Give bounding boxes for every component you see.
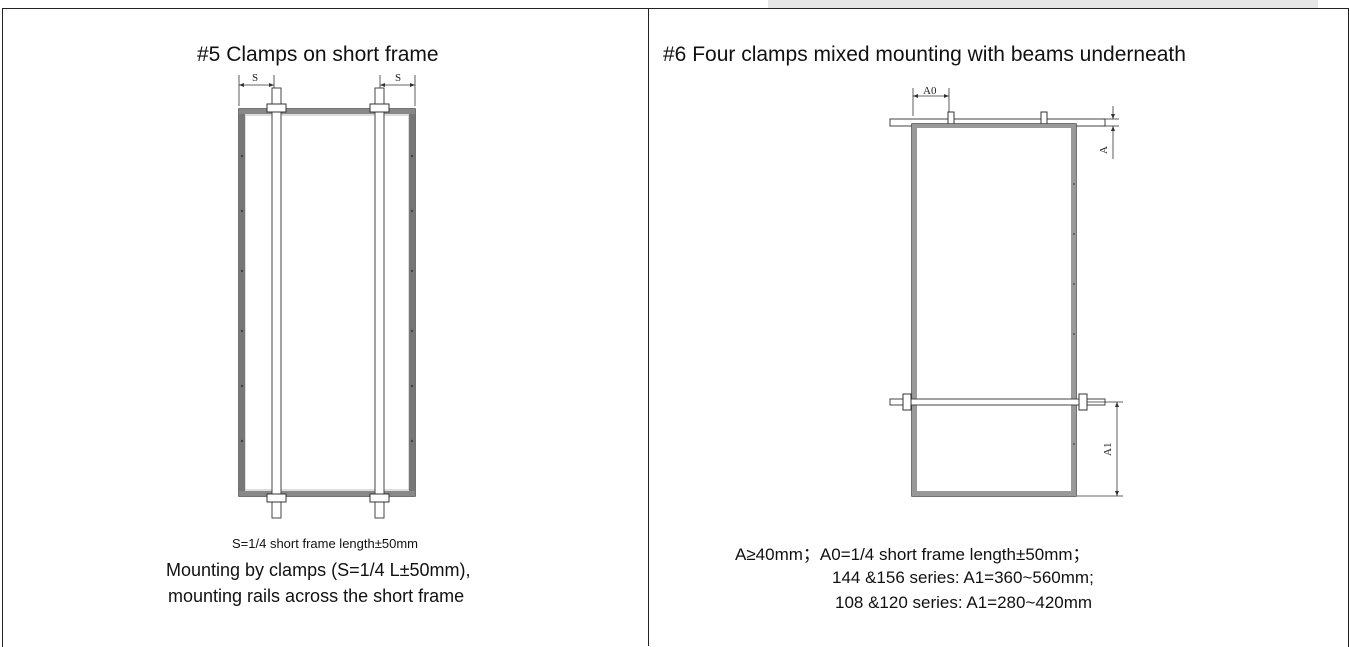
top-gray-band <box>768 0 1318 8</box>
table-frame <box>2 8 1349 647</box>
dim-label-s-left: S <box>252 72 258 84</box>
right-panel-spec-line1: A≥40mm；A0=1/4 short frame length±50mm； <box>735 545 1090 564</box>
dim-label-s-right: S <box>395 72 401 84</box>
right-panel-title: #6 Four clamps mixed mounting with beams… <box>663 43 1186 66</box>
left-panel-note: S=1/4 short frame length±50mm <box>232 536 418 551</box>
left-panel-caption-line1: Mounting by clamps (S=1/4 L±50mm), <box>166 560 471 580</box>
column-divider <box>648 9 649 646</box>
left-panel-caption-line2: mounting rails across the short frame <box>168 586 465 606</box>
left-panel-title: #5 Clamps on short frame <box>197 43 439 66</box>
right-panel-spec-line2: 144 &156 series: A1=360~560mm; <box>832 568 1094 587</box>
label-a: A <box>1098 146 1110 154</box>
right-panel-spec-line3: 108 &120 series: A1=280~420mm <box>835 593 1093 612</box>
label-a1: A1 <box>1102 443 1114 456</box>
mixed-mounting-drawing: A0 A A1 <box>889 85 1123 497</box>
short-frame-clamp-drawing: S S <box>238 72 416 519</box>
label-a0: A0 <box>923 85 937 97</box>
